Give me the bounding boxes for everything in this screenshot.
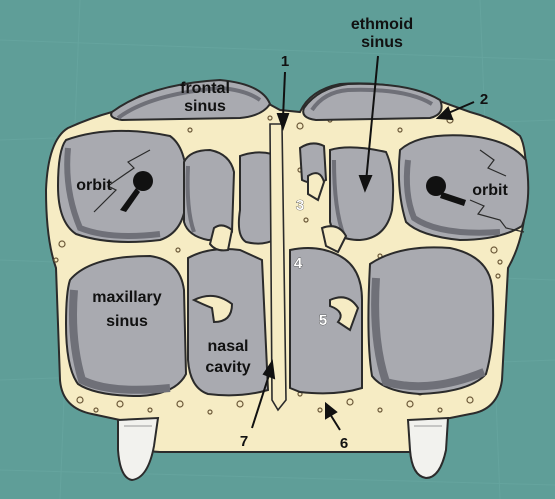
label-orbit-left: orbit xyxy=(76,177,112,194)
maxillary-sinus-right xyxy=(368,247,493,394)
orbit-right-cavity xyxy=(399,135,528,240)
label-orbit-right: orbit xyxy=(472,182,508,199)
label-ethmoid-sinus-line2: sinus xyxy=(361,34,403,51)
label-nasal-cavity-line2: cavity xyxy=(205,359,250,376)
callout-4: 4 xyxy=(294,255,303,272)
callout-2: 2 xyxy=(480,91,488,108)
callout-1: 1 xyxy=(281,53,289,70)
label-maxillary-sinus-line2: sinus xyxy=(106,313,148,330)
label-nasal-cavity-line1: nasal xyxy=(208,338,249,355)
callout-6: 6 xyxy=(340,435,348,452)
label-frontal-sinus-line1: frontal xyxy=(180,80,230,97)
label-maxillary-sinus-line1: maxillary xyxy=(92,289,161,306)
label-frontal-sinus-line2: sinus xyxy=(184,98,226,115)
callout-3: 3 xyxy=(296,197,304,214)
callout-5: 5 xyxy=(319,312,327,329)
callout-7: 7 xyxy=(240,433,248,450)
label-ethmoid-sinus-line1: ethmoid xyxy=(351,16,413,33)
